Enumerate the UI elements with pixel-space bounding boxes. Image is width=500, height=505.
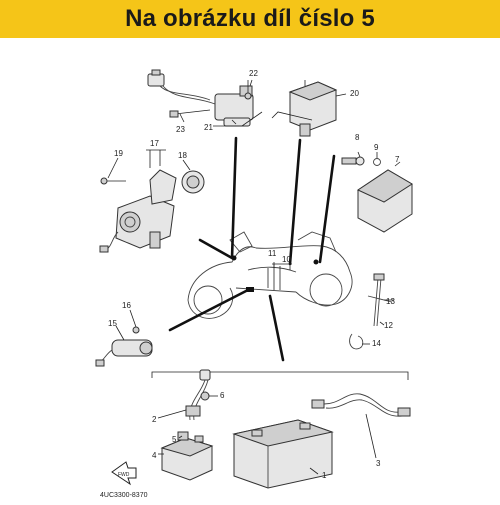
battery-part-1 (232, 419, 334, 489)
callout-20: 20 (350, 89, 359, 98)
callout-23: 23 (176, 125, 185, 134)
callout-7: 7 (395, 155, 400, 164)
bottom-frame (151, 371, 409, 380)
battery-cable-3 (311, 393, 411, 417)
starter-relay-15 (95, 326, 153, 367)
callout-1: 1 (322, 471, 327, 480)
cable-ties (349, 273, 393, 350)
callout-15: 15 (108, 319, 117, 328)
callout-19: 19 (114, 149, 123, 158)
diagram-code: 4UC3300-8370 (100, 492, 148, 499)
relay-block-4 (160, 431, 214, 481)
callout-4: 4 (152, 451, 157, 460)
callout-11: 11 (268, 249, 277, 258)
callout-22: 22 (249, 69, 258, 78)
page-title: Na obrázku díl číslo 5 (125, 5, 375, 32)
callout-3: 3 (376, 459, 381, 468)
callout-21: 21 (204, 123, 213, 132)
throttle-body-assembly (99, 169, 205, 253)
fwd-arrow-icon: FWD (111, 461, 137, 486)
callout-10: 10 (282, 255, 291, 264)
callout-12: 12 (384, 321, 393, 330)
relay-part-20 (288, 80, 338, 137)
callout-14: 14 (372, 339, 381, 348)
callout-8: 8 (355, 133, 360, 142)
callout-2: 2 (152, 415, 157, 424)
fuse-lead (185, 369, 211, 421)
sensor-assembly (147, 69, 254, 127)
callout-16: 16 (122, 301, 131, 310)
callouts: 22 23 21 20 8 9 7 19 17 18 10 11 13 12 1… (107, 69, 401, 480)
fwd-label: FWD (118, 472, 130, 478)
parts-diagram: FWD 22 23 21 20 8 9 7 19 17 18 10 11 13 … (0, 38, 500, 500)
control-unit-part-7 (341, 156, 413, 233)
callout-18: 18 (178, 151, 187, 160)
callout-5: 5 (172, 435, 177, 444)
callout-13: 13 (386, 297, 395, 306)
callout-6: 6 (220, 391, 225, 400)
leader-lines (168, 111, 336, 362)
callout-9: 9 (374, 143, 379, 152)
callout-17: 17 (150, 139, 159, 148)
motorcycle-outline (187, 231, 353, 319)
title-banner: Na obrázku díl číslo 5 (0, 0, 500, 38)
